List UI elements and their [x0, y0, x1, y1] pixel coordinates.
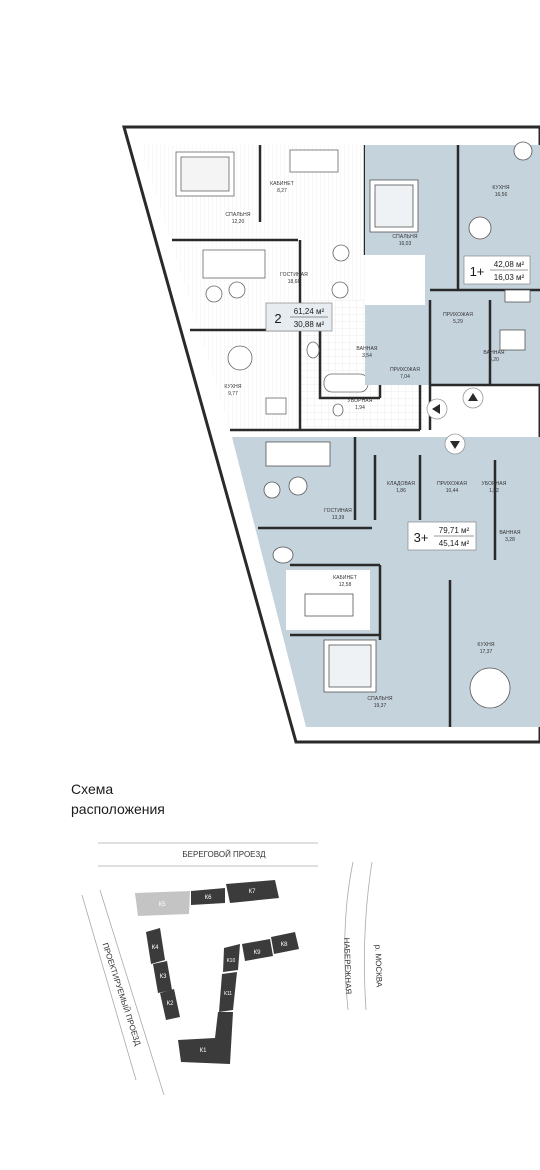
apt-living-area: 16,03 м²	[494, 273, 525, 282]
apt-rooms: 2	[274, 311, 281, 326]
room-area: 1,94	[355, 405, 365, 411]
room-name: ПРИХОЖАЯ	[390, 367, 420, 373]
room-name: ВАННАЯ	[483, 350, 505, 356]
room-name: СПАЛЬНЯ	[225, 212, 250, 218]
apt-living-area: 45,14 м²	[439, 539, 470, 548]
building-k1[interactable]: К1	[178, 1012, 233, 1064]
room-name: ВАННАЯ	[499, 530, 521, 536]
room-area: 5,29	[453, 319, 463, 325]
street-beregovoy: БЕРЕГОВОЙ ПРОЕЗД	[182, 850, 266, 859]
room-name: КАБИНЕТ	[333, 575, 357, 581]
building-label: К5	[159, 902, 166, 908]
building-label: К2	[167, 1001, 174, 1007]
room-area: 16,03	[399, 241, 412, 247]
location-map[interactable]: БЕРЕГОВОЙ ПРОЕЗД ПРОЕКТИРУЕМЫЙ ПРОЕЗД НА…	[0, 830, 540, 1150]
room-area: 17,37	[480, 649, 493, 655]
room-area: 8,27	[277, 188, 287, 194]
street-lines	[81, 842, 373, 1096]
badge-apt-1-plus[interactable]: 1+ 42,08 м² 16,03 м²	[463, 255, 531, 285]
building-label: К8	[281, 942, 288, 948]
room-name: ПРИХОЖАЯ	[443, 312, 473, 318]
building-label: К10	[227, 958, 236, 964]
room-name: ГОСТИНАЯ	[280, 272, 308, 278]
room-area: 3,54	[362, 353, 372, 359]
title-line-2: расположения	[71, 801, 165, 817]
room-area: 9,77	[228, 391, 238, 397]
room-name: ПРИХОЖАЯ	[437, 481, 467, 487]
room-area: 10,44	[446, 488, 459, 494]
room-area: 18,68	[288, 279, 301, 285]
room-name: КУХНЯ	[477, 642, 494, 648]
room-area: 1,86	[396, 488, 406, 494]
room-area: 7,04	[400, 374, 410, 380]
building-k10[interactable]: К10	[223, 944, 240, 972]
apt-total-area: 61,24 м²	[294, 307, 325, 316]
apt-total-area: 42,08 м²	[494, 260, 525, 269]
building-label: К9	[254, 950, 261, 956]
building-label: К3	[160, 974, 167, 980]
badge-apt-2[interactable]: 2 61,24 м² 30,88 м²	[265, 302, 333, 332]
building-k2[interactable]: К2	[160, 989, 180, 1020]
building-label: К4	[152, 945, 159, 951]
room-area: 19,37	[374, 703, 387, 709]
building-k4[interactable]: К4	[146, 928, 165, 964]
room-name: УБОРНАЯ	[348, 398, 373, 404]
room-name: КАБИНЕТ	[270, 181, 294, 187]
building-k11[interactable]: К11	[219, 972, 237, 1012]
room-area: 1,82	[489, 488, 499, 494]
room-name: ВАННАЯ	[356, 346, 378, 352]
apt-rooms: 3+	[414, 530, 429, 545]
building-label: К1	[200, 1048, 207, 1054]
room-name: СПАЛЬНЯ	[392, 234, 417, 240]
building-label: К6	[205, 895, 212, 901]
building-k3[interactable]: К3	[153, 961, 172, 993]
room-labels: КАБИНЕТ 8,27 СПАЛЬНЯ 12,20 ГОСТИНАЯ 18,6…	[224, 181, 521, 709]
building-k8[interactable]: К8	[271, 932, 299, 954]
apartment-3-plus[interactable]	[232, 437, 540, 727]
room-name: УБОРНАЯ	[482, 481, 507, 487]
badge-apt-3-plus[interactable]: 3+ 79,71 м² 45,14 м²	[407, 521, 477, 551]
apt-living-area: 30,88 м²	[294, 320, 325, 329]
building-k9[interactable]: К9	[242, 939, 273, 961]
room-area: 3,28	[505, 537, 515, 543]
room-name: СПАЛЬНЯ	[367, 696, 392, 702]
building-label: К7	[249, 889, 256, 895]
top-bar	[0, 0, 540, 28]
apt-total-area: 79,71 м²	[439, 526, 470, 535]
floor-plan[interactable]: 2 61,24 м² 30,88 м² 1+ 42,08 м² 16,03 м²…	[0, 110, 540, 760]
building-k7[interactable]: К7	[226, 880, 279, 903]
room-name: КЛАДОВАЯ	[387, 481, 415, 487]
room-name: КУХНЯ	[224, 384, 241, 390]
room-area: 12,20	[232, 219, 245, 225]
building-k6[interactable]: К6	[191, 888, 225, 905]
building-label: К11	[224, 991, 232, 997]
room-name: КУХНЯ	[492, 185, 509, 191]
room-area: 4,20	[489, 357, 499, 363]
room-area: 12,58	[339, 582, 352, 588]
river-moskva: р. МОСКВА	[373, 944, 384, 988]
room-area: 16,56	[495, 192, 508, 198]
direction-arrows	[426, 387, 484, 455]
apt-rooms: 1+	[470, 264, 485, 279]
location-scheme-title: Схема расположения	[71, 779, 165, 819]
building-k5[interactable]: К5	[135, 891, 190, 916]
street-naberezhnaya: НАБЕРЕЖНАЯ	[342, 937, 353, 994]
apartment-2[interactable]	[140, 145, 425, 432]
room-area: 13,39	[332, 515, 345, 521]
title-line-1: Схема	[71, 781, 114, 797]
room-name: ГОСТИНАЯ	[324, 508, 352, 514]
